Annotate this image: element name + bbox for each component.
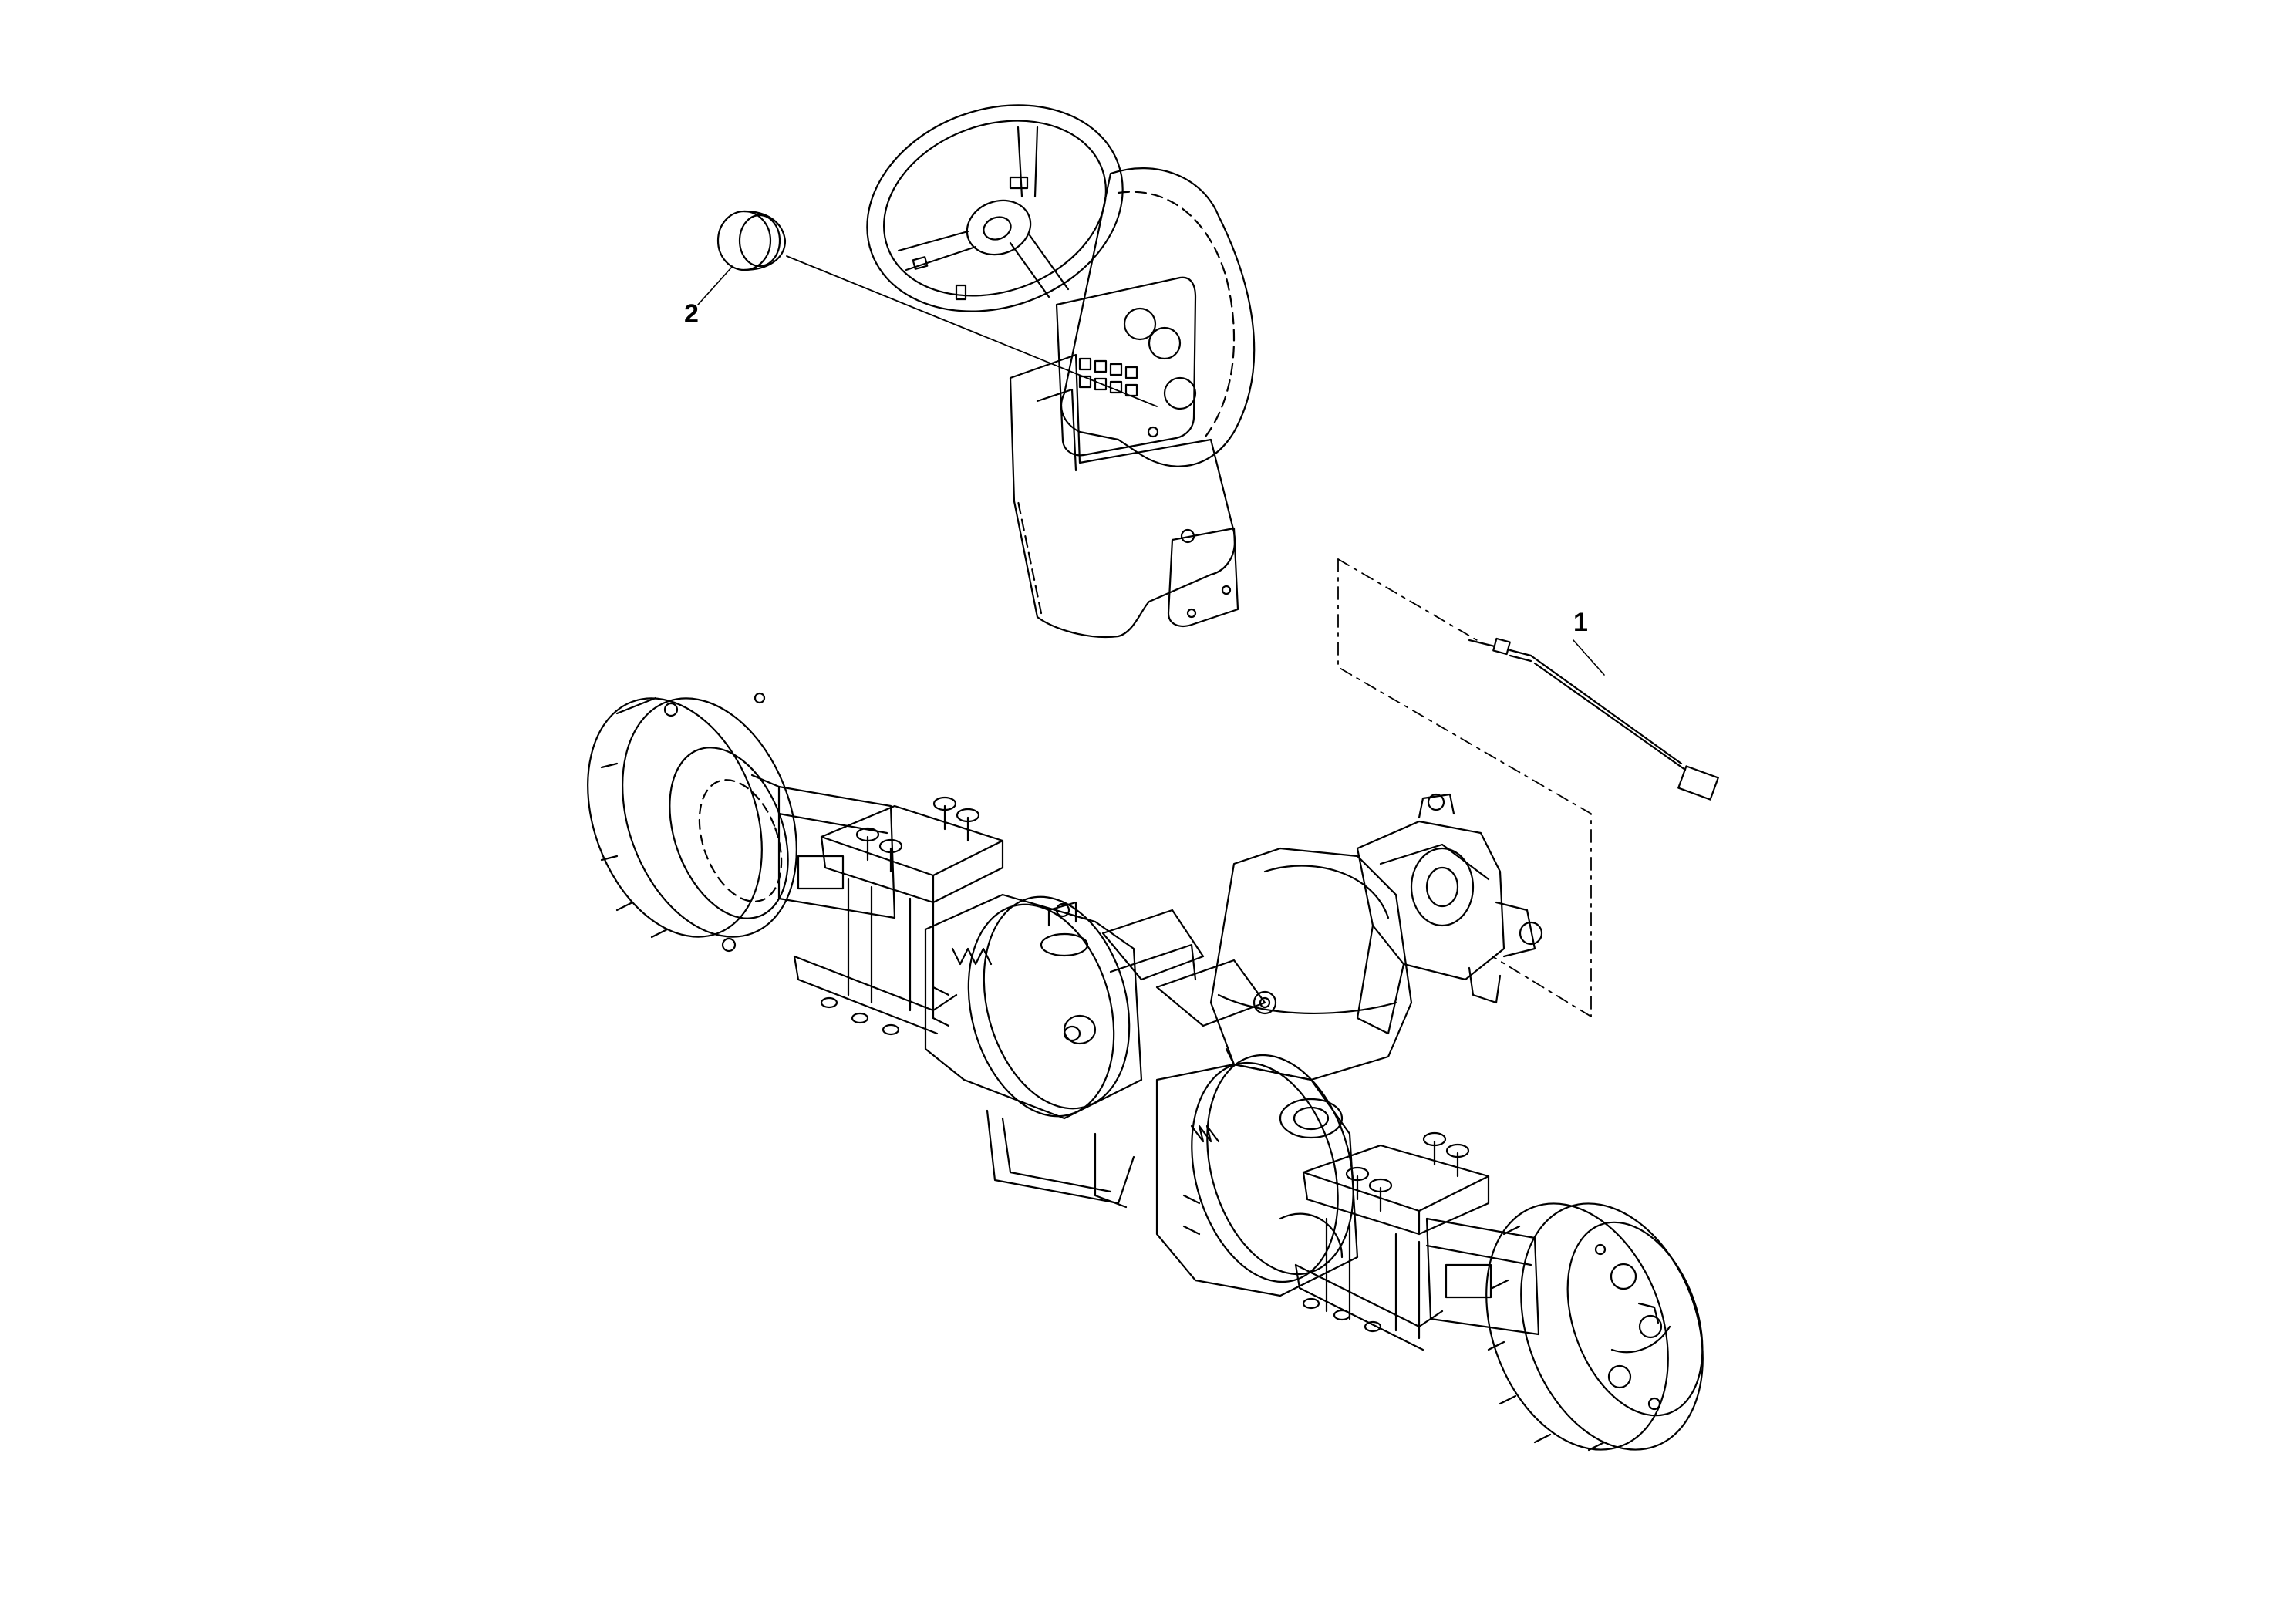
right-mount-pad <box>1296 1133 1489 1350</box>
console-housing <box>1061 168 1254 467</box>
cap-part <box>718 211 785 270</box>
sensor-cable-part <box>1469 639 1718 800</box>
right-drive-head <box>1357 794 1542 1034</box>
callout-2-label: 2 <box>684 299 699 329</box>
center-differential <box>1103 848 1411 1080</box>
left-hub <box>557 674 828 962</box>
axle-assembly <box>557 674 1735 1475</box>
steering-wheel-hub <box>959 192 1038 264</box>
steering-column <box>1010 355 1235 637</box>
instrument-panel <box>1057 278 1195 456</box>
right-hub <box>1454 1178 1735 1475</box>
callout-2-leader <box>698 266 733 305</box>
right-motor-housing <box>1157 1039 1376 1299</box>
cap-leader-dashed <box>787 256 1157 406</box>
callout-1-label: 1 <box>1573 608 1588 637</box>
left-mount-pad <box>794 798 1003 1034</box>
cable-install-path <box>1338 559 1591 1017</box>
left-motor-housing <box>925 880 1151 1207</box>
callout-1-leader <box>1573 640 1604 675</box>
steering-column-assembly <box>838 71 1254 637</box>
steering-wheel-rim <box>838 71 1151 346</box>
column-bracket <box>1168 528 1238 626</box>
